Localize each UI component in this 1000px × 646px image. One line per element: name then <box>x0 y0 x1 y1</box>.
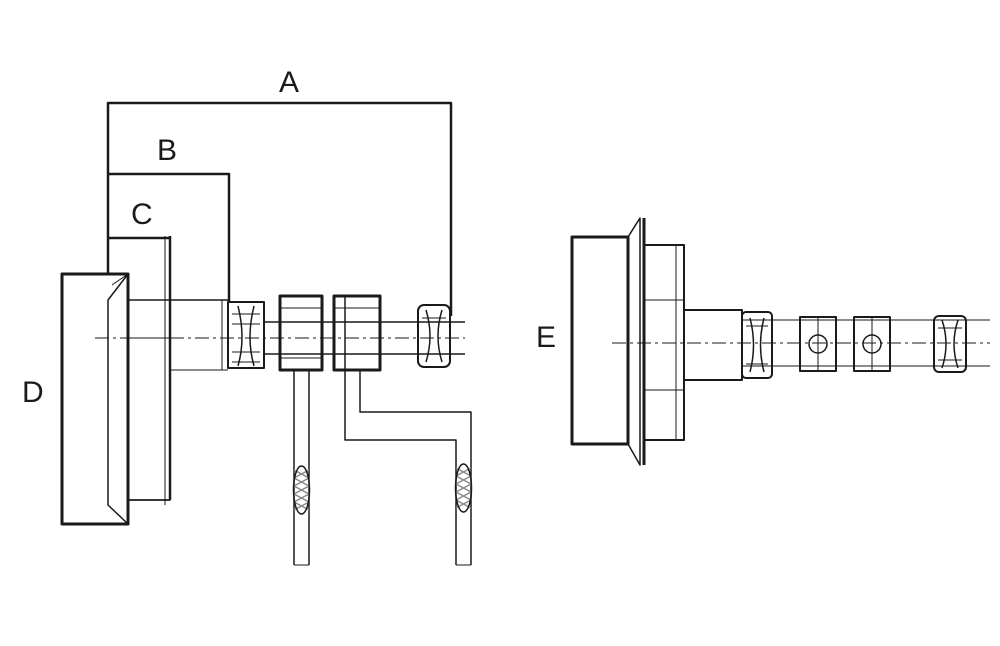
cam-block <box>332 294 382 372</box>
cranked-rod <box>344 370 473 566</box>
pin-block-2 <box>853 316 891 372</box>
hex-nut-2 <box>417 304 451 368</box>
hex-nut-3 <box>741 311 773 379</box>
dimension-label-b: B <box>157 134 178 167</box>
hex-nut-1 <box>227 301 265 369</box>
alternate-view-assembly <box>570 217 990 466</box>
flange-plate <box>570 217 646 466</box>
hex-nut-4 <box>933 315 967 373</box>
spacer-block-1 <box>278 294 324 372</box>
straight-rod <box>292 370 311 566</box>
side-view-assembly <box>60 101 473 566</box>
dimension-label-a: A <box>279 66 300 99</box>
pin-block-1 <box>799 316 837 372</box>
view-label-e: E <box>536 321 557 354</box>
lock-body <box>128 236 172 505</box>
dimension-label-c: C <box>131 198 153 231</box>
part-label-d: D <box>22 376 44 409</box>
shaft-left <box>128 299 228 371</box>
dimension-a <box>106 101 453 316</box>
handle-plate <box>60 272 130 526</box>
dimension-b <box>108 172 231 302</box>
